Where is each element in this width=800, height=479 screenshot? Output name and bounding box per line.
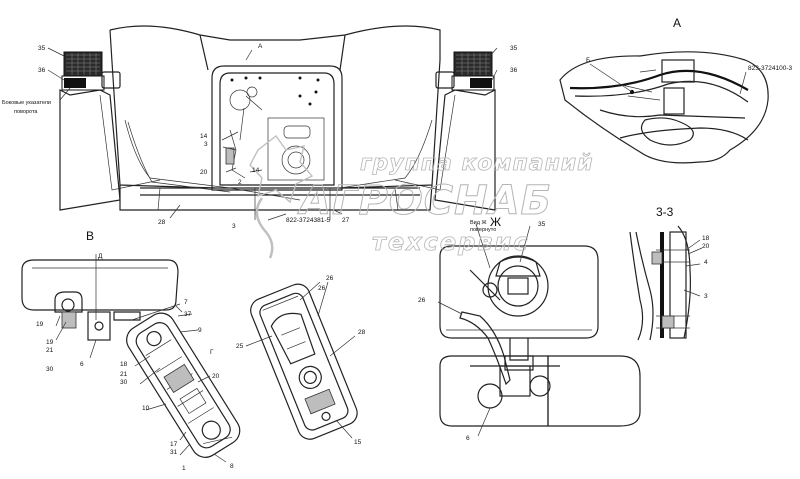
callout: 823-3724100-3 <box>748 65 792 72</box>
callout: 6 <box>80 361 84 368</box>
callout: 3 <box>232 223 236 230</box>
view-b-detail <box>21 254 241 463</box>
callout: 35 <box>510 45 518 52</box>
cab-rear-view <box>47 25 498 221</box>
callout: 31 <box>170 449 178 456</box>
callout: 30 <box>46 366 54 373</box>
callout: 6 <box>466 435 470 442</box>
callout: 21 <box>120 371 128 378</box>
callout: 14 <box>200 133 208 140</box>
callout: 21 <box>46 347 54 354</box>
callout: 7 <box>184 299 188 306</box>
callout: Боковые указатели <box>2 100 51 106</box>
callout: 35 <box>538 221 546 228</box>
callout: 10 <box>142 405 150 412</box>
view-a-title: А <box>673 16 681 30</box>
callout: 3 <box>704 293 708 300</box>
callout: 26 <box>318 285 326 292</box>
callout: 36 <box>38 67 46 74</box>
watermark-line3: техсервис <box>372 228 530 256</box>
view-zh-detail <box>437 223 641 437</box>
callout: Вид Ж <box>470 220 487 226</box>
callout: 9 <box>198 327 202 334</box>
callout: А <box>258 43 263 50</box>
section-3-3-title: 3-3 <box>656 205 674 219</box>
callout: 37 <box>184 311 192 318</box>
callout: Г <box>210 349 214 356</box>
callout: 2 <box>238 179 242 186</box>
watermark-line1: группа компаний <box>360 151 594 176</box>
callout: 8 <box>230 463 234 470</box>
view-a-detail <box>559 51 769 164</box>
callout: 4 <box>704 259 708 266</box>
callout: 822-3724381-5 <box>286 217 330 224</box>
callout: 25 <box>236 343 244 350</box>
callout-labels: 35 36 35 36 Боковые указатели поворота А… <box>2 43 792 472</box>
callout: 35 <box>38 45 46 52</box>
view-b-title: В <box>86 229 94 243</box>
company-watermark: группа компаний АГРОСНАБ техсервис <box>249 134 594 259</box>
callout: 36 <box>510 67 518 74</box>
callout: Д <box>98 253 103 260</box>
section-3-3-detail <box>629 225 703 341</box>
callout: 14 <box>252 167 260 174</box>
callout: 20 <box>212 373 220 380</box>
callout: 1 <box>182 465 186 472</box>
callout: 17 <box>170 441 178 448</box>
callout: 27 <box>342 217 350 224</box>
callout: 28 <box>158 219 166 226</box>
callout: поворота <box>14 109 38 115</box>
view-zh-title: Ж <box>490 215 501 229</box>
watermark-line2: АГРОСНАБ <box>297 178 552 224</box>
callout: 30 <box>120 379 128 386</box>
callout: 26 <box>326 275 334 282</box>
callout: 20 <box>702 243 710 250</box>
callout: 19 <box>46 339 54 346</box>
callout: 3 <box>204 141 208 148</box>
lamp-housing-detail <box>245 281 358 440</box>
callout: 18 <box>120 361 128 368</box>
callout: 19 <box>36 321 44 328</box>
callout: 20 <box>200 169 208 176</box>
callout: Б <box>586 57 590 64</box>
callout: повернуто <box>470 227 496 233</box>
callout: 15 <box>354 439 362 446</box>
callout: 26 <box>418 297 426 304</box>
callout: 28 <box>358 329 366 336</box>
callout: 18 <box>702 235 710 242</box>
